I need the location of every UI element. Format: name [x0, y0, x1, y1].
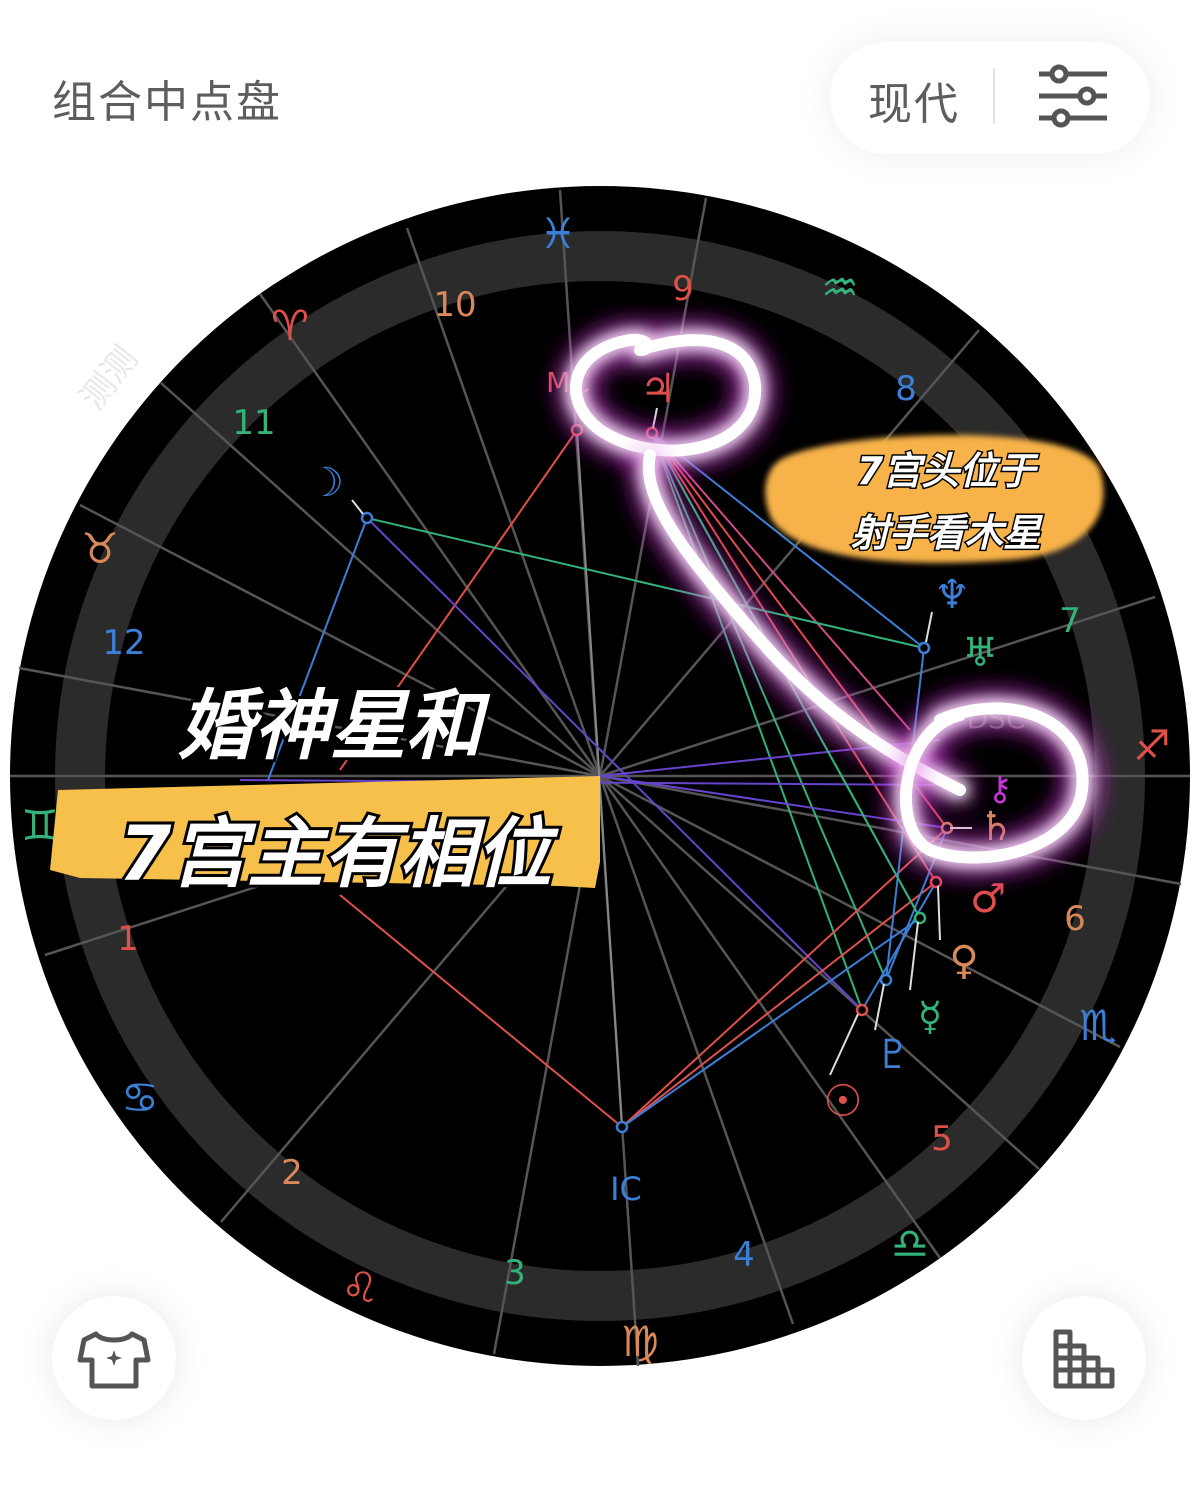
aries-icon: ♈: [271, 301, 309, 350]
jupiter-icon: ♃: [640, 366, 676, 412]
callout-bubble: 7宫头位于 射手看木星: [765, 435, 1104, 563]
callout-line-2: 射手看木星: [851, 511, 1044, 555]
pill-divider: [993, 68, 995, 124]
house-1: 1: [117, 919, 139, 959]
planet-points: [360, 423, 954, 1134]
uranus-icon: ♅: [962, 630, 998, 676]
overlay-title-line-2: 7宫主有相位: [119, 809, 560, 898]
house-7: 7: [1059, 601, 1081, 641]
callout-line-1: 7宫头位于: [857, 449, 1039, 493]
leo-icon: ♌: [341, 1263, 379, 1312]
ic-label: IC: [610, 1170, 642, 1208]
scorpio-icon: ♏: [1079, 1001, 1117, 1050]
overlay-title-line-1: 婚神星和: [178, 681, 491, 770]
house-8: 8: [895, 369, 917, 409]
settings-button[interactable]: [1035, 64, 1111, 128]
planet-leaders: [351, 407, 972, 1076]
house-12: 12: [102, 623, 145, 663]
tshirt-icon: [77, 1331, 151, 1389]
sliders-icon: [1039, 64, 1107, 128]
sagittarius-icon: ♐: [1133, 721, 1171, 770]
aquarius-icon: ♒: [821, 263, 859, 312]
house-6: 6: [1064, 899, 1086, 939]
watermark: 测测: [73, 339, 146, 417]
planet-glyphs: ♃ ☽ ♆ ♅ ⚷ ♄ ♂ ♀ ☿ ♇ ☉: [308, 366, 1014, 1127]
cancer-icon: ♋: [121, 1073, 159, 1122]
mercury-icon: ☿: [918, 994, 943, 1040]
house-11: 11: [232, 403, 275, 443]
gemini-icon: ♊: [21, 801, 59, 850]
neptune-icon: ♆: [934, 572, 970, 618]
virgo-icon: ♍: [621, 1317, 659, 1366]
saturn-icon: ♄: [978, 804, 1014, 850]
highlight-annotation: [570, 333, 1089, 864]
libra-icon: ♎: [891, 1219, 929, 1268]
pluto-icon: ♇: [875, 1032, 911, 1078]
outfit-button[interactable]: [52, 1296, 176, 1420]
house-9: 9: [672, 269, 694, 309]
house-4: 4: [733, 1235, 755, 1275]
stats-button[interactable]: [1022, 1296, 1146, 1420]
zodiac-signs: ♓ ♒ ♈ ♉ ♊ ♋ ♌ ♍ ♎ ♏ ♐: [21, 209, 1171, 1366]
house-numbers: 1 2 3 4 5 6 7 8 9 10 11 12: [102, 269, 1085, 1293]
house-2: 2: [281, 1153, 303, 1193]
taurus-icon: ♉: [81, 524, 119, 573]
overlay-title: 婚神星和 7宫主有相位: [50, 678, 600, 901]
staircase-chart-icon: [1053, 1329, 1115, 1389]
house-3: 3: [504, 1253, 526, 1293]
chart-mode-toggle[interactable]: 现代: [868, 79, 960, 130]
juno-icon: ⚷: [988, 769, 1013, 809]
sun-icon: ☉: [823, 1076, 862, 1127]
pisces-icon: ♓: [539, 209, 577, 258]
mars-icon: ♂: [970, 876, 1006, 922]
house-10: 10: [433, 285, 476, 325]
page-title: 组合中点盘: [52, 77, 282, 128]
moon-icon: ☽: [308, 460, 344, 506]
house-5: 5: [931, 1119, 953, 1159]
venus-icon: ♀: [949, 938, 978, 984]
